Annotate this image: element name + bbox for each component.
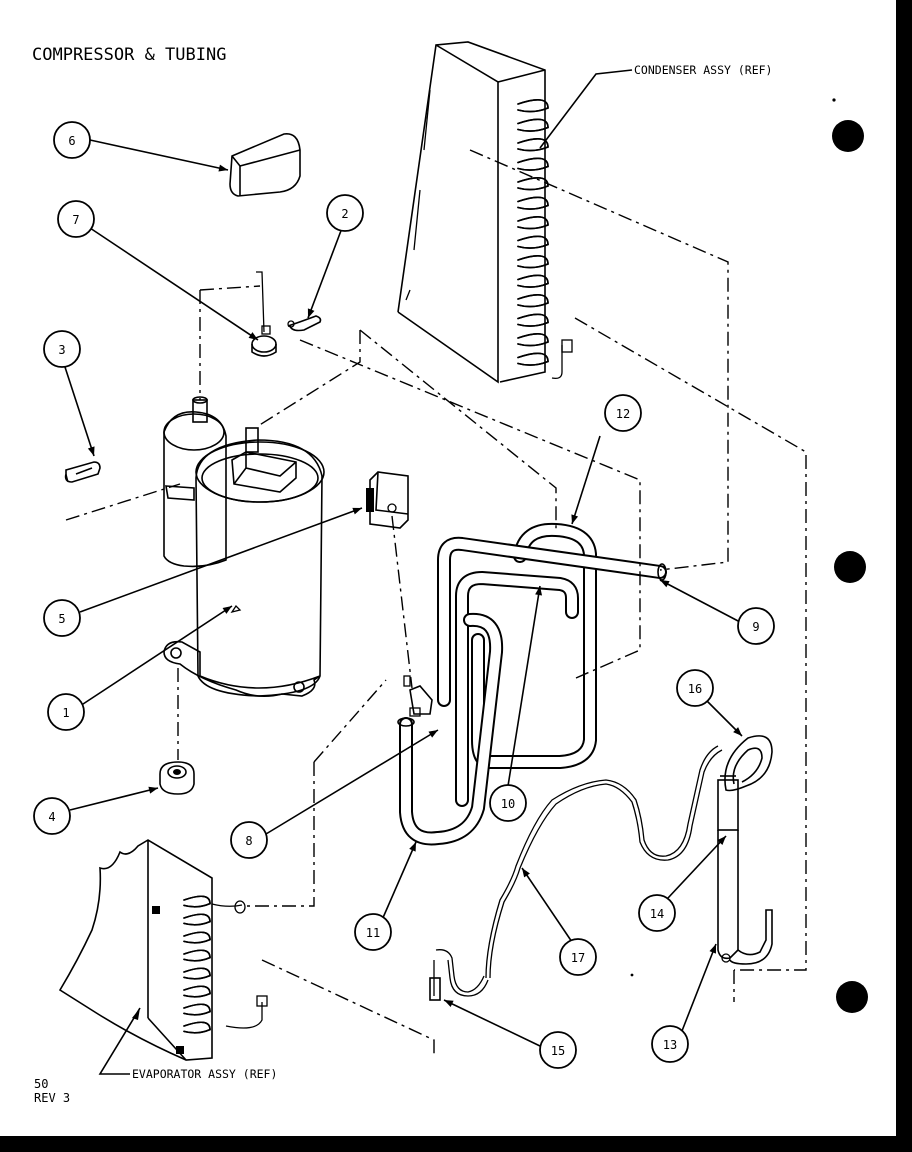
callout-10: 10 <box>489 784 527 822</box>
callout-7: 7 <box>57 200 95 238</box>
bracket-clip-part <box>64 461 101 483</box>
leader-arrowhead <box>307 308 315 318</box>
leader-arrowhead <box>522 868 530 878</box>
callout-12-label: 12 <box>616 407 630 421</box>
revision-label: REV 3 <box>34 1091 70 1105</box>
callout-3-label: 3 <box>58 343 65 357</box>
callout-2: 2 <box>326 194 364 232</box>
callout-leaders <box>63 139 743 1047</box>
page-number: 50 <box>34 1077 48 1091</box>
callout-17-label: 17 <box>571 951 585 965</box>
leader-arrowhead <box>87 446 95 456</box>
clip-part <box>287 315 322 332</box>
callout-3: 3 <box>43 330 81 368</box>
callout-6: 6 <box>53 121 91 159</box>
callout-4-label: 4 <box>48 810 55 824</box>
leader-arrowhead <box>733 727 742 736</box>
callout-1: 1 <box>47 693 85 731</box>
leader-arrowheads <box>87 164 742 1008</box>
callout-10-label: 10 <box>501 797 515 811</box>
callout-14: 14 <box>638 894 676 932</box>
callout-7-label: 7 <box>72 213 79 227</box>
evaporator-assembly <box>58 839 268 1061</box>
leader-arrowhead <box>535 586 543 596</box>
terminal-cover-part <box>229 133 301 197</box>
leader-arrowhead <box>717 836 726 845</box>
tubing-assembly <box>397 522 667 846</box>
callout-5-label: 5 <box>58 612 65 626</box>
leader-arrowhead <box>444 1000 454 1008</box>
callout-1-label: 1 <box>62 706 69 720</box>
leader-arrowhead <box>148 786 158 794</box>
diagram-title: COMPRESSOR & TUBING <box>32 45 226 65</box>
evaporator-ref-label: EVAPORATOR ASSY (REF) <box>132 1067 277 1081</box>
callout-11: 11 <box>354 913 392 951</box>
callout-16-label: 16 <box>688 682 702 696</box>
callout-14-label: 14 <box>650 907 664 921</box>
callout-9-label: 9 <box>752 620 759 634</box>
condenser-assembly <box>397 41 573 384</box>
callout-13: 13 <box>651 1025 689 1063</box>
parts-diagram: COMPRESSOR & TUBING CONDENSER ASSY (REF)… <box>32 41 868 1105</box>
grommet-part <box>159 761 195 795</box>
leader-arrowhead <box>709 944 716 954</box>
leader-arrowhead <box>352 507 362 515</box>
overload-protector-part <box>251 271 277 357</box>
callout-8-label: 8 <box>245 834 252 848</box>
capillary-tube <box>429 745 723 1001</box>
drier-and-loop-parts <box>717 735 773 965</box>
callout-16: 16 <box>676 669 714 707</box>
leader-arrowhead <box>428 730 438 738</box>
callout-8: 8 <box>230 821 268 859</box>
callout-15: 15 <box>539 1031 577 1069</box>
callout-4: 4 <box>33 797 71 835</box>
callout-9: 9 <box>737 607 775 645</box>
callout-12: 12 <box>604 394 642 432</box>
binder-hole-middle <box>834 551 866 583</box>
callout-6-label: 6 <box>68 134 75 148</box>
binder-hole-bottom <box>836 981 868 1013</box>
callout-13-label: 13 <box>663 1038 677 1052</box>
callout-11-label: 11 <box>366 926 380 940</box>
callout-17: 17 <box>559 938 597 976</box>
condenser-ref-label: CONDENSER ASSY (REF) <box>634 63 772 77</box>
callout-2-label: 2 <box>341 207 348 221</box>
binder-hole-top <box>832 120 864 152</box>
leader-arrowhead <box>218 164 228 172</box>
valve-box-part <box>366 471 409 529</box>
leader-arrowhead <box>222 606 232 614</box>
assembly-dashed-lines <box>65 149 807 1056</box>
leader-arrowhead <box>571 514 579 524</box>
callout-5: 5 <box>43 599 81 637</box>
leader-arrowhead <box>660 580 670 588</box>
callout-15-label: 15 <box>551 1044 565 1058</box>
compressor <box>163 396 325 698</box>
leader-arrowhead <box>409 842 416 852</box>
leader-arrowhead <box>248 332 258 340</box>
